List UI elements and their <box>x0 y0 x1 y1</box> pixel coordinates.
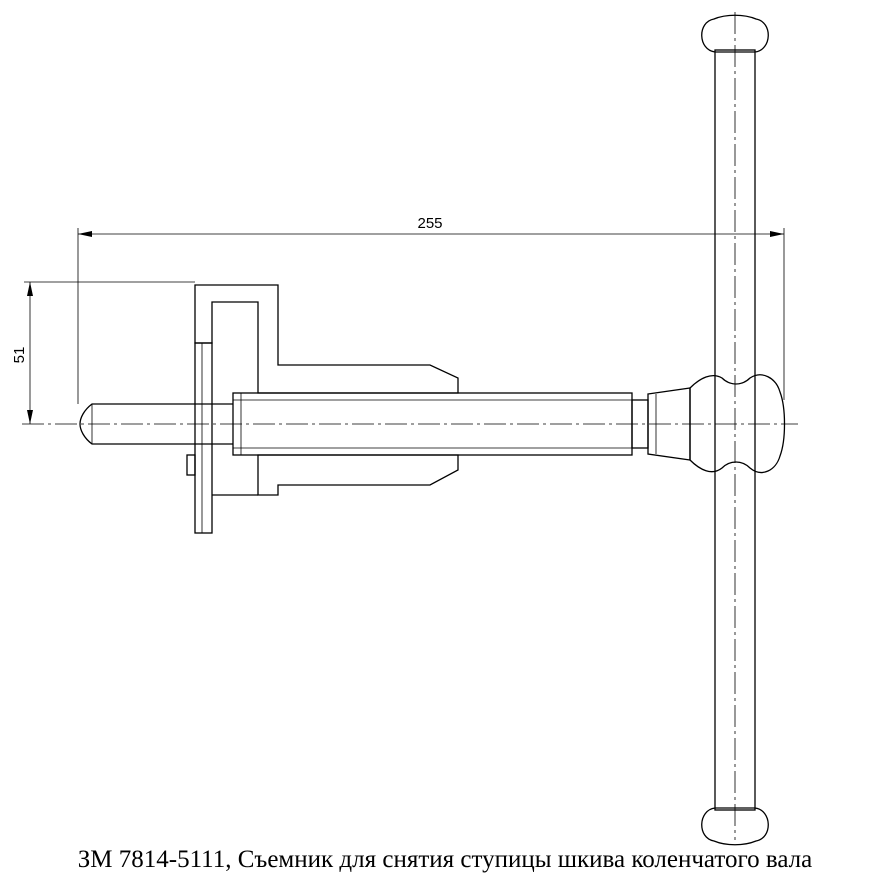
height-dimension-value: 51 <box>11 347 28 364</box>
height-dimension: 51 <box>11 281 195 424</box>
handle-bottom-knob <box>701 807 769 846</box>
sleeve-section <box>194 284 459 496</box>
length-dimension-value: 255 <box>417 215 442 232</box>
length-dimension: 255 <box>77 215 785 404</box>
flange-plate <box>186 342 213 534</box>
drawing-caption: ЗМ 7814-5111, Съемник для снятия ступицы… <box>77 846 813 873</box>
t-handle-bar <box>714 12 756 840</box>
handle-top-knob <box>701 14 769 53</box>
